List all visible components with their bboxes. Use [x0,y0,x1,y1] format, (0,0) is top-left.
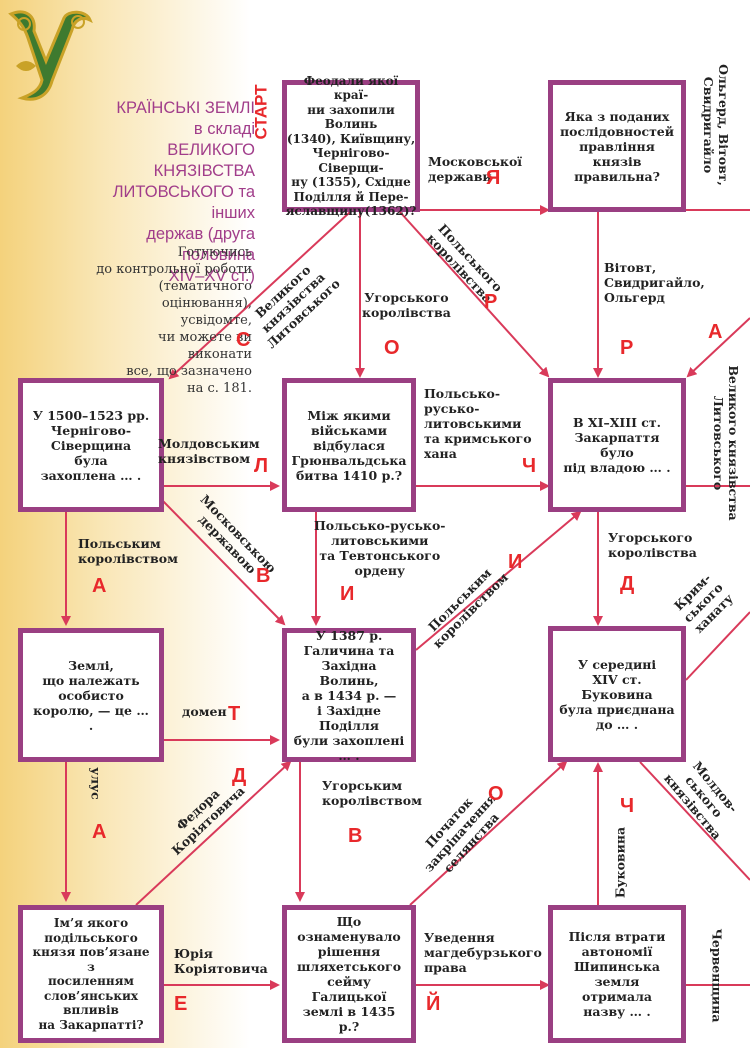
box-bukovyna: У середині XIV ст. Буковина була приєдна… [548,626,686,762]
box-prince-rule: Яка з поданих послідовностей правління к… [548,80,686,212]
label-ulus: улус [89,764,104,804]
label-lithuania-right: Великого князівства Литовського [711,363,741,523]
letter-s: С [236,330,250,350]
letter-o2: О [488,784,504,804]
letter-d1: Д [620,574,634,594]
box-start-question: Феодали якої краї- ни захопили Волинь (1… [282,80,420,212]
letter-t: Т [228,704,240,724]
label-domain: домен [182,704,227,719]
box-sejm: Що ознаменувало рішення шляхетського сей… [282,905,416,1043]
box-galychyna: У 1387 р. Галичина та Західна Волинь, а … [282,628,416,762]
label-moldavian-principality: Молдовським князівством [158,436,260,466]
letter-v1: В [256,566,270,586]
letter-ya: Я [486,168,500,188]
label-hungarian-kingdom3: Угорським королівством [322,778,422,808]
label-polish-kingdom-left: Польським королівством [78,536,178,566]
letter-a3: А [92,822,106,842]
letter-yi: Й [426,994,440,1014]
letter-v2: В [348,826,362,846]
letter-ch1: Ч [522,456,536,476]
letter-a1: А [708,322,722,342]
label-moscow-state: Московської держави [428,154,522,184]
letter-d2: Д [232,766,246,786]
label-olgerd-vytovt: Ольгерд, Вітовт, Свидригайло [701,55,731,195]
box-podolian-prince: Ім’я якого подільського князя пов’язане … [18,905,164,1043]
label-polish-rus-teutonic: Польсько-русько- литовськими та Тевтонсь… [314,518,445,578]
box-zakarpattia: В XI–XIII ст. Закарпаття було під владою… [548,378,686,512]
label-vytovt-seq: Вітовт, Свидригайло, Ольгерд [604,260,705,305]
label-bukovyna-word: Буковина [613,823,628,903]
box-chernihiv: У 1500–1523 рр. Чернігово- Сіверщина бул… [18,378,164,512]
label-chervenshchyna: Червенщина [710,929,725,1019]
label-magdeburg: Уведення магдебурзького права [424,930,542,975]
letter-l: Л [254,456,268,476]
letter-a2: А [92,576,106,596]
letter-r2: Р [620,338,633,358]
letter-ch2: Ч [620,796,634,816]
start-label: СТАРТ [248,84,278,144]
letter-r1: Р [484,292,497,312]
letter-y2: И [508,552,522,572]
label-yurii-koriatovych: Юрія Коріятовича [174,946,268,976]
box-domain-lands: Землі, що належать особисто королю, — це… [18,628,164,762]
ornamental-dropcap-icon [6,6,96,106]
letter-o1: О [384,338,400,358]
label-hungarian-kingdom: Угорського королівства [362,290,451,320]
label-polish-lith-crimean: Польсько- русько- литовськими та кримськ… [424,386,532,461]
letter-y1: И [340,584,354,604]
box-shypyn: Після втрати автономії Шипинська земля о… [548,905,686,1043]
intro-text: Готуючись до контрольної роботи (тематич… [92,244,252,397]
box-grunwald: Між якими військами відбулася Грюнвальдс… [282,378,416,512]
label-hungarian-kingdom2: Угорського королівства [608,530,697,560]
letter-ye: Е [174,994,187,1014]
